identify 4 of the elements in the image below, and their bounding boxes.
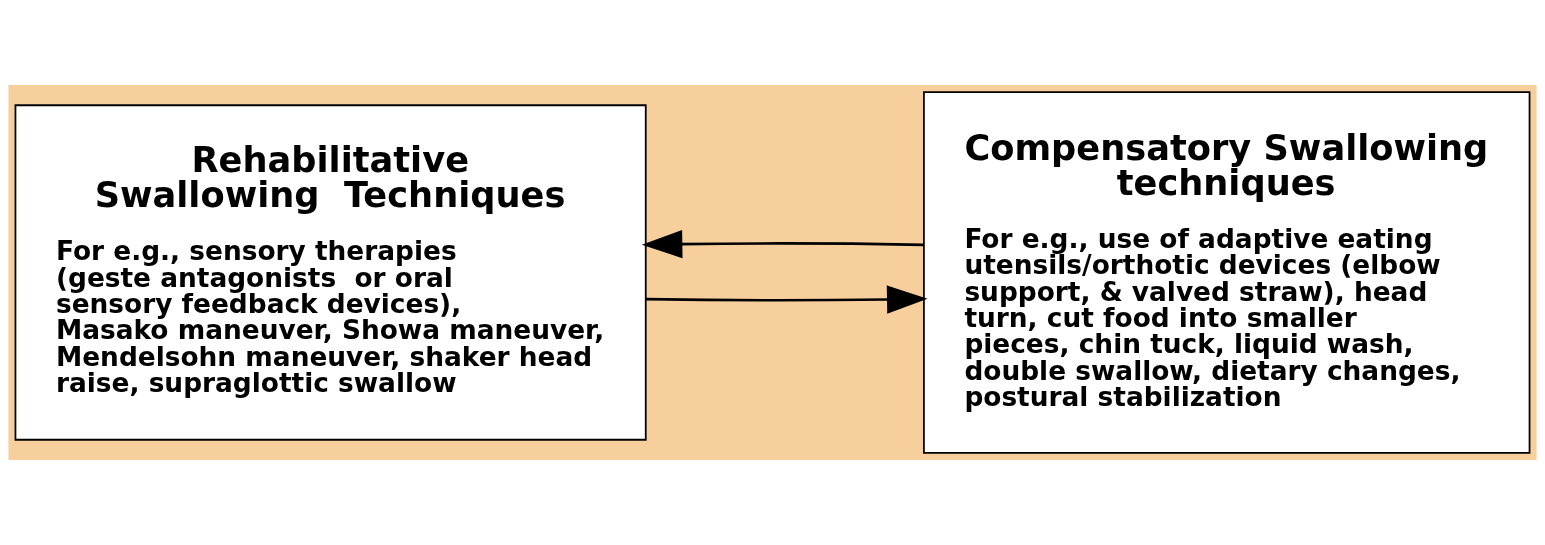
node-box: Compensatory Swallowing techniques For e.g., use of adaptive eating utensils/orthotic devices (elbow support, & valved straw), head turn, cut food into smaller pieces, chin tuck, liquid wash, double swallow, dietary changes, postural stabilization [923, 91, 1531, 454]
node-box: Rehabilitative Swallowing Techniques For e.g., sensory therapies (geste antagonists or oral sensory feedback devices), Masako maneuver, Showa maneuver, Mendelsohn maneuver, shaker head raise, supraglottic swallow [14, 104, 647, 441]
arrow [645, 285, 928, 314]
arrow [641, 229, 924, 259]
